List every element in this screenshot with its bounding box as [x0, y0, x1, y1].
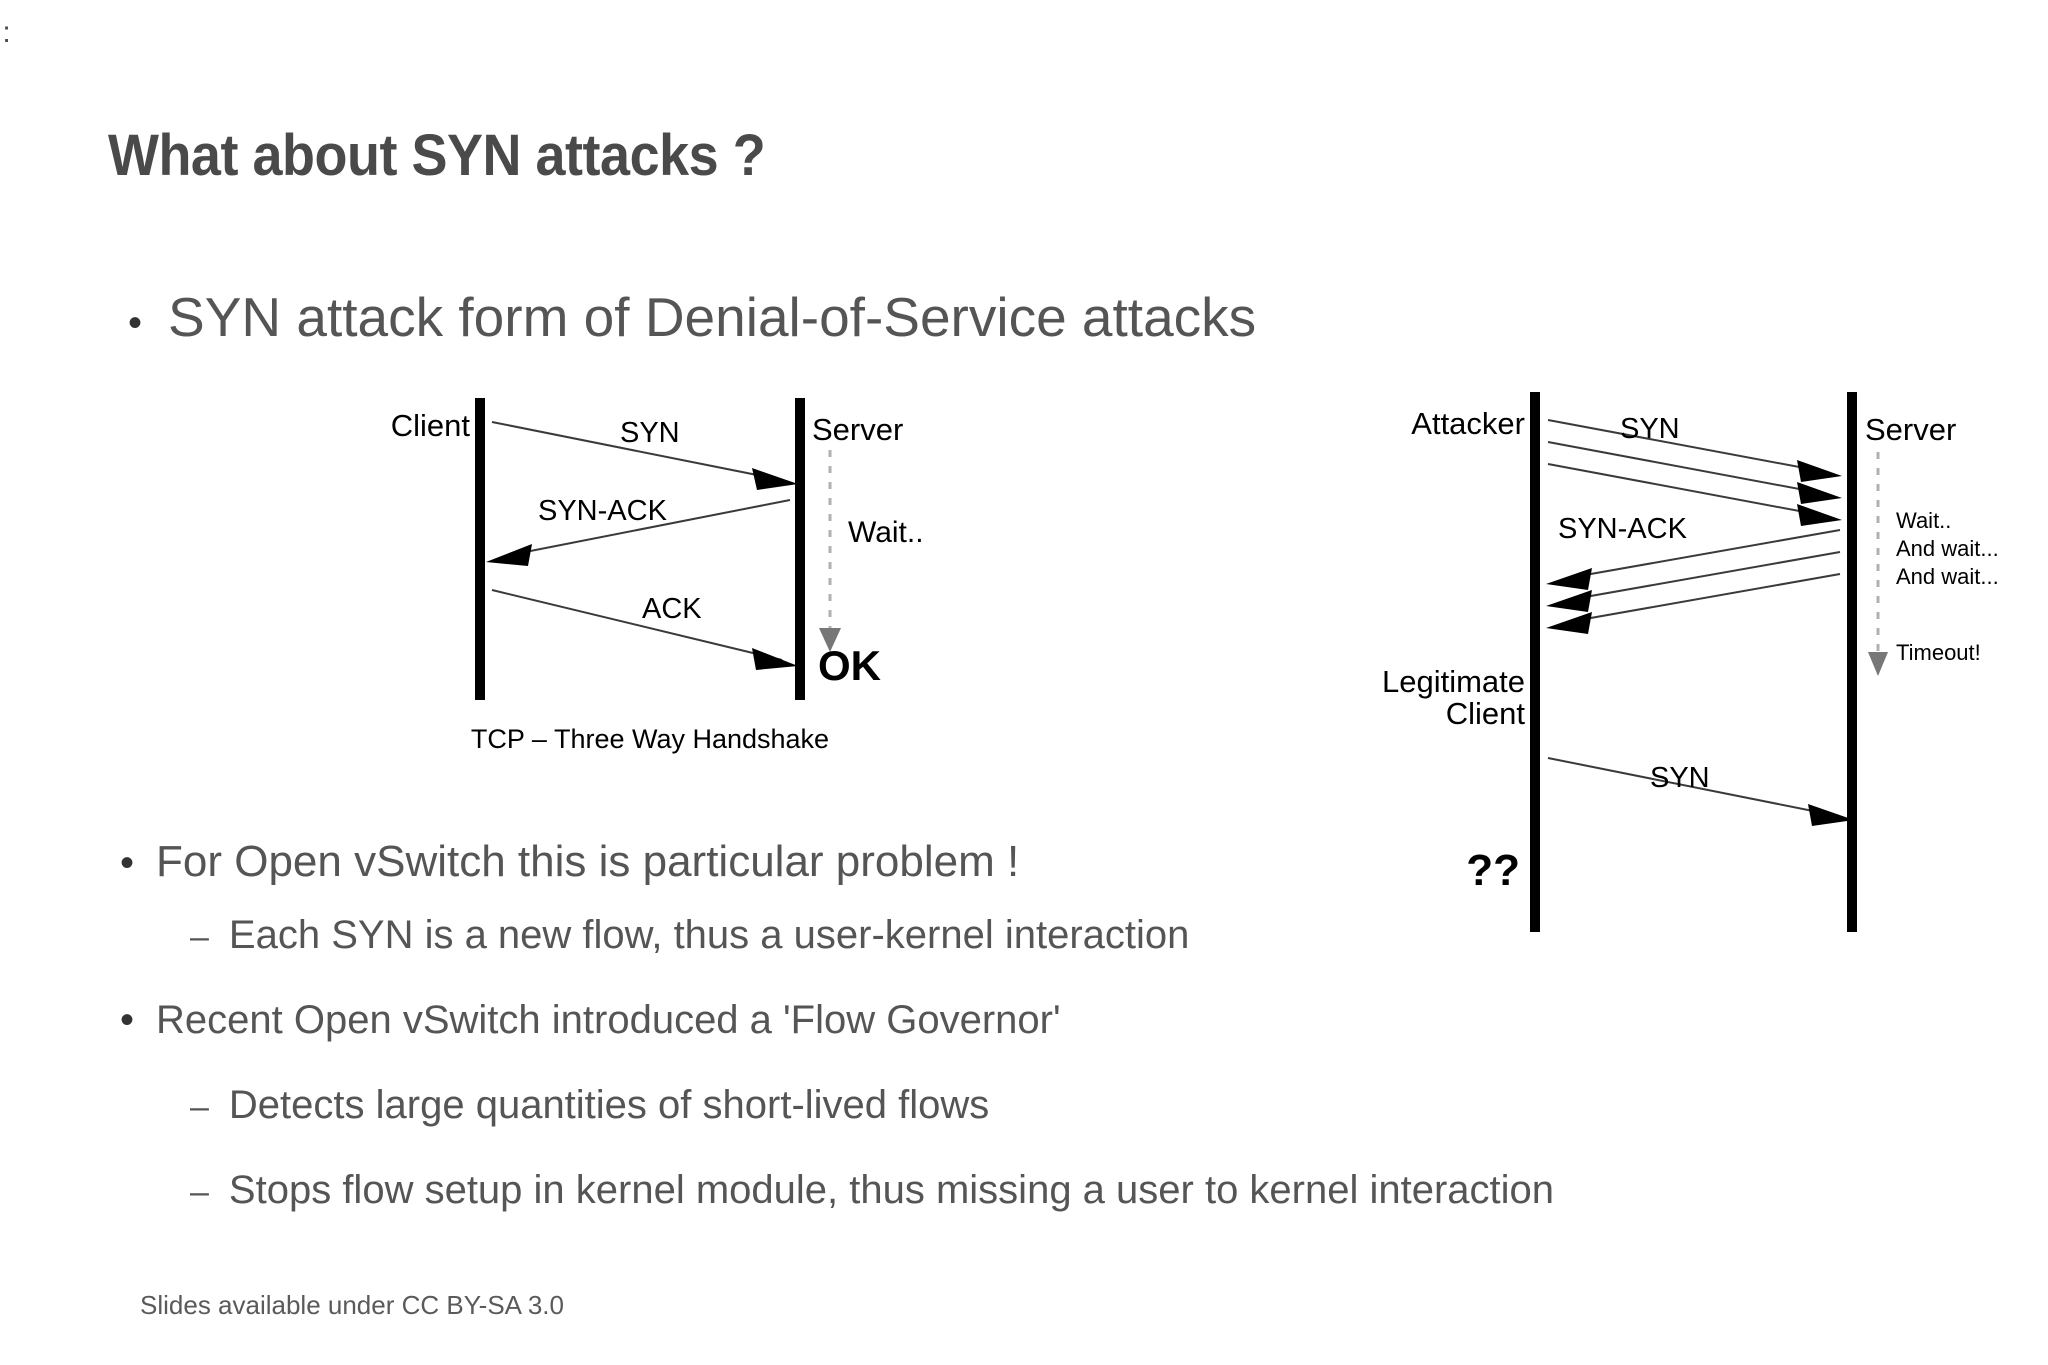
message-arrow-syn-ack	[486, 499, 791, 566]
legit-label-syn: SYN	[1650, 762, 1710, 794]
message-label-syn-ack: SYN-ACK	[538, 495, 668, 527]
server-note-timeout: Timeout!	[1896, 640, 1981, 665]
message-label-ack: ACK	[642, 593, 702, 625]
page-title: What about SYN attacks ?	[108, 123, 766, 188]
dash-marker-icon: –	[190, 918, 209, 956]
bullet-text: Recent Open vSwitch introduced a 'Flow G…	[156, 998, 1061, 1042]
bullet-item-3: • Recent Open vSwitch introduced a 'Flow…	[120, 1000, 1061, 1040]
client-label: Client	[391, 408, 471, 443]
dash-marker-icon: –	[190, 1173, 209, 1211]
bullet-text: For Open vSwitch this is particular prob…	[156, 837, 1020, 886]
bullet-marker-icon: •	[120, 841, 135, 885]
legitimate-client-label-line1: Legitimate	[1382, 664, 1525, 699]
bullet-item-0: • SYN attack form of Denial-of-Service a…	[128, 290, 1256, 345]
server-note-1: And wait...	[1896, 536, 1999, 561]
server-note-2: And wait...	[1896, 564, 1999, 589]
attacked-server-wait-indicator	[1868, 452, 1888, 676]
legit-client-question-status: ??	[1466, 846, 1520, 895]
bullet-item-4: – Detects large quantities of short-live…	[190, 1085, 989, 1125]
message-arrow-ack	[491, 589, 798, 670]
attack-arrows-syn-ack	[1546, 529, 1841, 634]
bullet-marker-icon: •	[120, 998, 135, 1042]
handshake-ok-status: OK	[818, 642, 881, 689]
tcp-handshake-diagram: Client Server SYN SYN-ACK ACK Wait.. OK …	[391, 398, 924, 754]
bullet-text: Each SYN is a new flow, thus a user-kern…	[228, 913, 1190, 957]
syn-flood-attack-diagram: Attacker Server SYN SYN-ACK Wait.. And w…	[1382, 392, 1999, 932]
message-arrow-syn	[491, 421, 798, 490]
server-wait-label: Wait..	[848, 516, 924, 549]
bullet-text: Stops flow setup in kernel module, thus …	[228, 1168, 1555, 1212]
legit-arrow-syn	[1547, 757, 1854, 826]
server-label: Server	[812, 412, 903, 447]
license-footer: Slides available under CC BY-SA 3.0	[140, 1290, 564, 1320]
server-note-0: Wait..	[1896, 508, 1951, 533]
server-wait-indicator	[819, 450, 841, 652]
attack-label-syn-ack: SYN-ACK	[1558, 513, 1688, 545]
bullet-text: Detects large quantities of short-lived …	[228, 1083, 990, 1127]
clipped-edge-artifact: ::	[0, 18, 8, 78]
bullet-text: SYN attack form of Denial-of-Service att…	[168, 286, 1257, 348]
bullet-item-2: – Each SYN is a new flow, thus a user-ke…	[190, 915, 1189, 955]
bullet-marker-icon: •	[128, 301, 143, 345]
legitimate-client-label-line2: Client	[1446, 696, 1526, 731]
diagram-caption: TCP – Three Way Handshake	[471, 724, 829, 754]
bullet-item-1: • For Open vSwitch this is particular pr…	[120, 840, 1019, 884]
attack-label-syn: SYN	[1620, 413, 1680, 445]
dash-marker-icon: –	[190, 1088, 209, 1126]
attacker-label: Attacker	[1411, 406, 1525, 441]
attack-arrows-syn	[1547, 419, 1842, 526]
bullet-item-5: – Stops flow setup in kernel module, thu…	[190, 1170, 1554, 1210]
attacked-server-label: Server	[1865, 412, 1956, 447]
message-label-syn: SYN	[620, 417, 680, 449]
